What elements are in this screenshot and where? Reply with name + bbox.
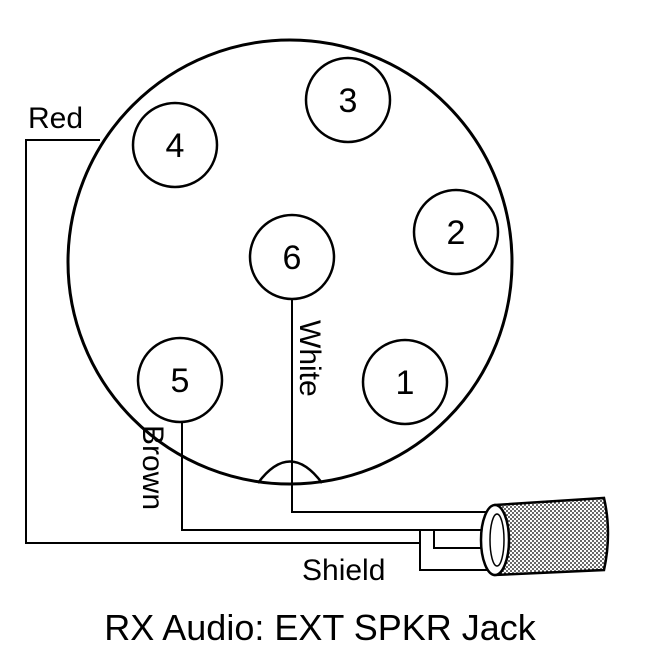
connector-key-notch xyxy=(256,460,324,484)
brown-wire xyxy=(181,422,500,531)
pin-6-label: 6 xyxy=(283,239,302,277)
pin-1: 1 xyxy=(361,338,449,426)
pin-5-label: 5 xyxy=(171,362,190,400)
white-wire xyxy=(291,299,500,513)
connector-body xyxy=(66,38,514,486)
pin-2-label: 2 xyxy=(447,214,466,252)
pin-2: 2 xyxy=(412,188,500,276)
shielded-cable xyxy=(479,496,610,577)
red-wire xyxy=(25,139,420,544)
pin-3: 3 xyxy=(304,56,392,144)
pin-5: 5 xyxy=(136,336,224,424)
shield-wire-label: Shield xyxy=(302,554,385,587)
white-wire-label: White xyxy=(293,320,326,397)
pin-1-label: 1 xyxy=(396,364,415,402)
pin-6: 6 xyxy=(248,213,336,301)
pin-4-label: 4 xyxy=(166,127,185,165)
shield-wire xyxy=(419,530,500,571)
red-wire-label: Red xyxy=(28,102,83,135)
pin-4: 4 xyxy=(131,101,219,189)
pin-3-label: 3 xyxy=(339,82,358,120)
diagram-title: RX Audio: EXT SPKR Jack xyxy=(104,607,537,648)
brown-wire-label: Brown xyxy=(136,425,169,510)
